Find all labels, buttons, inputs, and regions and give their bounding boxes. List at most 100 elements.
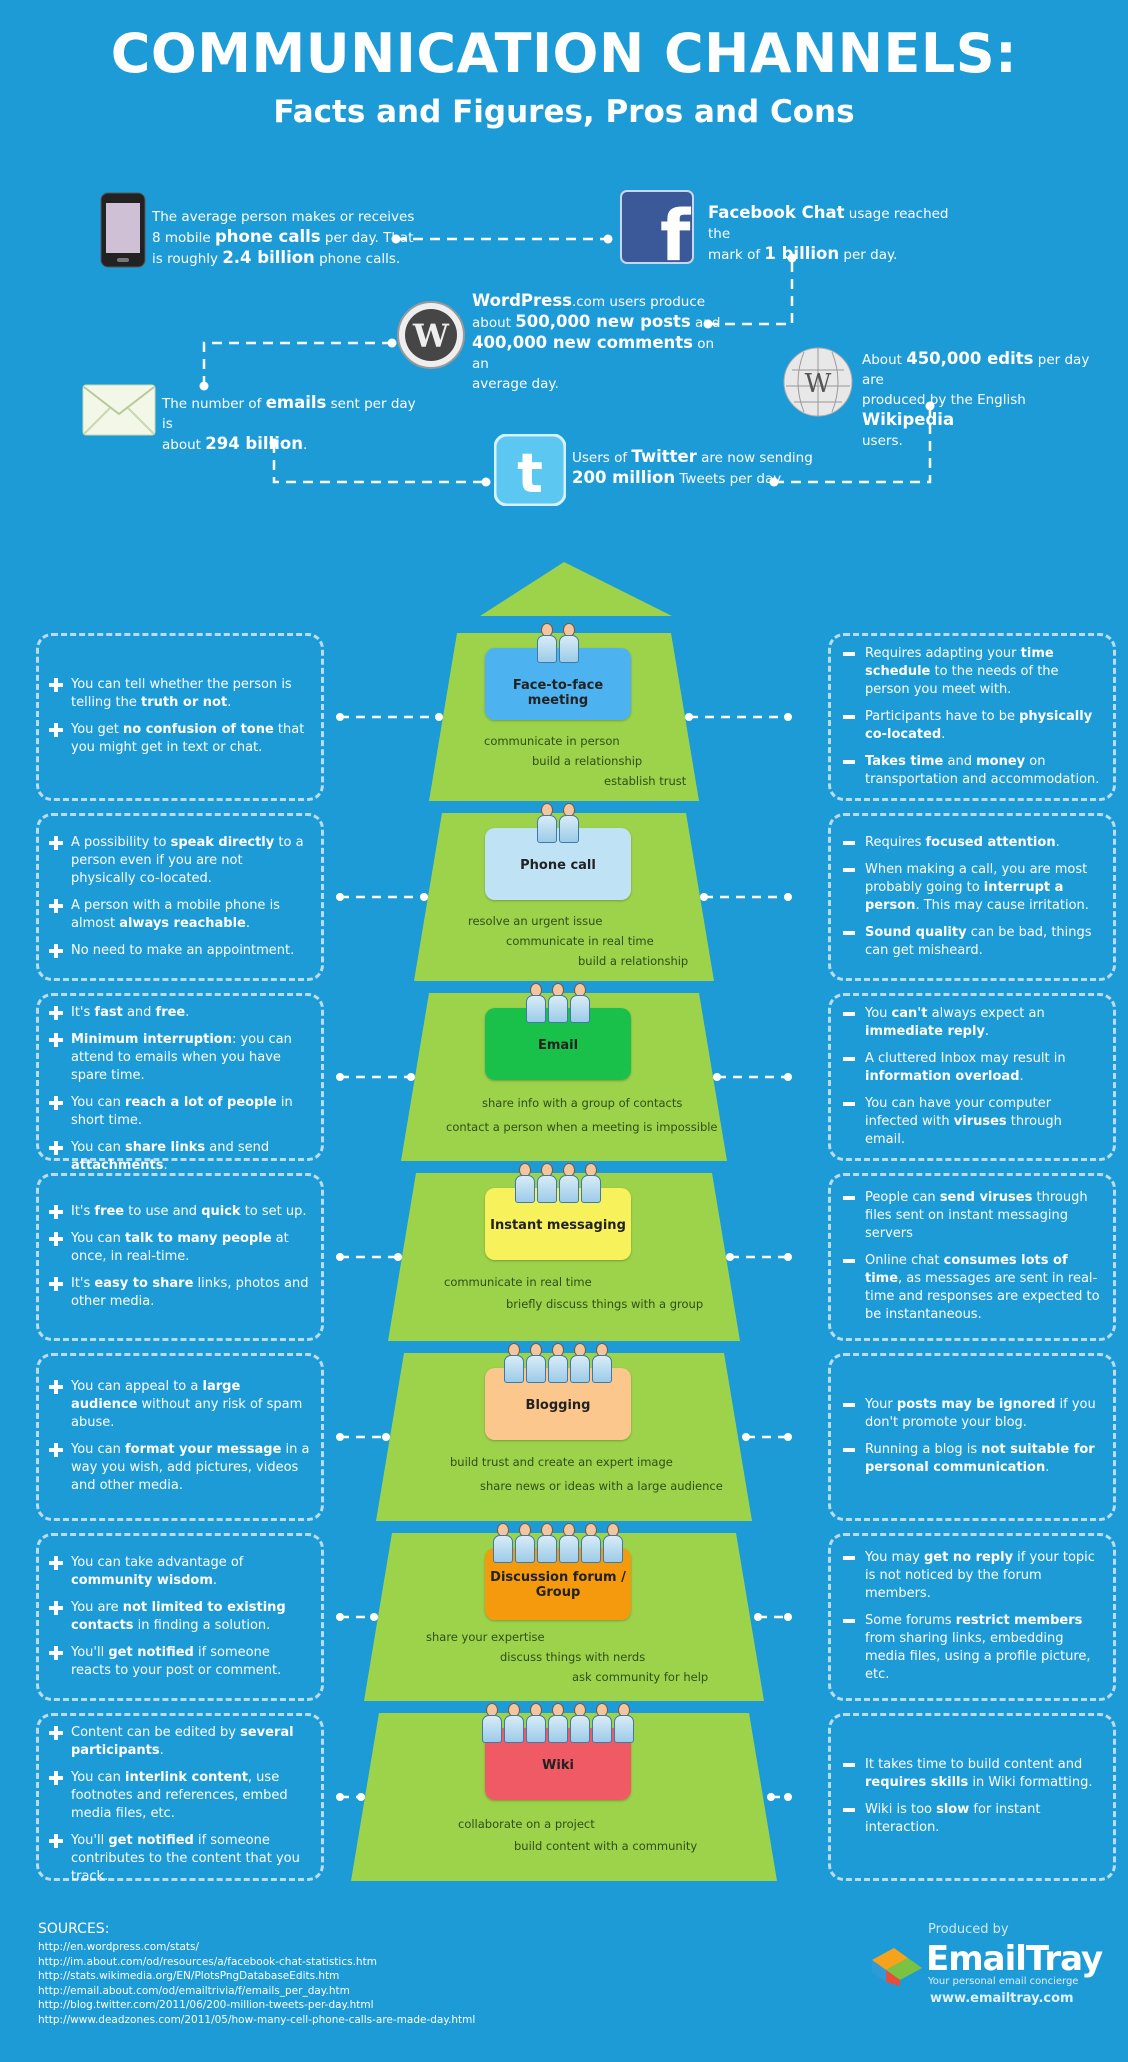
channel-name: Phone call — [520, 858, 596, 873]
connector-dot — [336, 1073, 344, 1081]
con-item: Requires focused attention. — [831, 834, 1113, 852]
channel-purpose: build trust and create an expert image — [450, 1455, 673, 1469]
con-item: Participants have to be physically co-lo… — [831, 708, 1113, 744]
person-icon — [569, 1703, 590, 1743]
connector-dot — [357, 1793, 365, 1801]
fact-email: The number of emails sent per day is abo… — [162, 393, 416, 453]
person-icon — [503, 1703, 524, 1743]
person-icon — [536, 1163, 557, 1203]
svg-text:f: f — [660, 195, 692, 264]
person-icon — [569, 983, 590, 1023]
people-icon-group — [536, 803, 579, 843]
wikipedia-globe-icon: W — [783, 347, 853, 417]
person-icon — [580, 1523, 601, 1563]
channel-purpose: communicate in person — [484, 734, 620, 748]
envelope-icon — [82, 384, 156, 436]
pro-item: It's fast and free. — [39, 1004, 321, 1022]
person-icon — [558, 623, 579, 663]
facebook-icon: f — [620, 190, 694, 264]
source-link[interactable]: http://blog.twitter.com/2011/06/200-mill… — [38, 1999, 374, 2011]
connector-dot — [726, 1253, 734, 1261]
connector-dot — [435, 713, 443, 721]
person-icon — [547, 983, 568, 1023]
source-link[interactable]: http://im.about.com/od/resources/a/faceb… — [38, 1955, 377, 1968]
fact-facebook: Facebook Chat usage reached the mark of … — [708, 203, 949, 263]
channel-name: Face-to-face meeting — [512, 678, 604, 708]
channel-box[interactable]: Email — [485, 1008, 631, 1080]
con-item: Requires adapting your time schedule to … — [831, 645, 1113, 699]
connector-dot — [784, 1793, 792, 1801]
connector-dot — [336, 1433, 344, 1441]
connector-dot — [394, 1253, 402, 1261]
connector-dot — [382, 1433, 390, 1441]
connector-dot — [742, 1433, 750, 1441]
connector-dot — [336, 1793, 344, 1801]
person-icon — [613, 1703, 634, 1743]
pro-item: You can appeal to a large audience witho… — [39, 1378, 321, 1432]
person-icon — [525, 983, 546, 1023]
channel-box[interactable]: Instant messaging — [485, 1188, 631, 1260]
person-icon — [569, 1343, 590, 1383]
connector-dot — [685, 713, 693, 721]
fact-phone: The average person makes or receives 8 m… — [152, 209, 415, 267]
pro-item: A person with a mobile phone is almost a… — [39, 897, 321, 933]
person-icon — [580, 1163, 601, 1203]
connector-dot — [407, 1073, 415, 1081]
connector-dot — [336, 713, 344, 721]
pros-box: You can take advantage of community wisd… — [36, 1533, 324, 1701]
con-item: Sound quality can be bad, things can get… — [831, 924, 1113, 960]
connector-dot — [336, 1613, 344, 1621]
cons-box: You may get no reply if your topic is no… — [828, 1533, 1116, 1701]
person-icon — [591, 1703, 612, 1743]
pros-box: Content can be edited by several partici… — [36, 1713, 324, 1884]
channel-purpose: discuss things with nerds — [500, 1650, 646, 1664]
channel-box[interactable]: Face-to-face meeting — [485, 648, 631, 720]
people-icon-group — [503, 1343, 612, 1383]
pro-item: No need to make an appointment. — [39, 942, 321, 960]
connector-dot — [700, 893, 708, 901]
wordpress-icon: W — [397, 301, 465, 369]
source-link[interactable]: http://stats.wikimedia.org/EN/PlotsPngDa… — [38, 1970, 340, 1982]
con-item: You may get no reply if your topic is no… — [831, 1549, 1113, 1603]
person-icon — [547, 1703, 568, 1743]
con-item: Your posts may be ignored if you don't p… — [831, 1396, 1113, 1432]
channel-name: Wiki — [542, 1758, 574, 1773]
fact-twitter: Users of Twitter are now sending 200 mil… — [572, 447, 813, 487]
person-icon — [558, 1523, 579, 1563]
source-link[interactable]: http://en.wordpress.com/stats/ — [38, 1941, 200, 1953]
con-item: Wiki is too slow for instant interaction… — [831, 1801, 1113, 1837]
con-item: Online chat consumes lots of time, as me… — [831, 1252, 1113, 1324]
pro-item: You get no confusion of tone that you mi… — [39, 721, 321, 757]
channel-purpose: briefly discuss things with a group — [506, 1297, 704, 1311]
pro-item: You can talk to many people at once, in … — [39, 1230, 321, 1266]
fact-wordpress: WordPress.com users produce about 500,00… — [472, 291, 721, 392]
person-icon — [514, 1163, 535, 1203]
person-icon — [481, 1703, 502, 1743]
source-link[interactable]: http://www.deadzones.com/2011/05/how-man… — [38, 2013, 476, 2026]
person-icon — [492, 1523, 513, 1563]
pro-item: A possibility to speak directly to a per… — [39, 834, 321, 888]
source-link[interactable]: http://email.about.com/od/emailtrivia/f/… — [38, 1984, 350, 1997]
channel-purpose: collaborate on a project — [458, 1817, 595, 1831]
emailtray-url[interactable]: www.emailtray.com — [930, 1991, 1074, 2006]
mobile-phone-icon — [100, 192, 146, 268]
pro-item: You'll get notified if someone contribut… — [39, 1832, 321, 1886]
person-icon — [514, 1523, 535, 1563]
connector-dot — [370, 1613, 378, 1621]
person-icon — [525, 1703, 546, 1743]
channel-purpose: build a relationship — [578, 954, 689, 968]
con-item: It takes time to build content and requi… — [831, 1756, 1113, 1792]
page-title: COMMUNICATION CHANNELS: — [110, 22, 1018, 85]
channel-purpose: resolve an urgent issue — [468, 914, 603, 928]
pro-item: You can take advantage of community wisd… — [39, 1554, 321, 1590]
page-subtitle: Facts and Figures, Pros and Cons — [273, 94, 855, 130]
channel-purpose: establish trust — [604, 774, 687, 788]
pro-item: Content can be edited by several partici… — [39, 1724, 321, 1760]
channel-purpose: communicate in real time — [506, 934, 654, 948]
con-item: Takes time and money on transportation a… — [831, 753, 1113, 789]
con-item: Some forums restrict members from sharin… — [831, 1612, 1113, 1684]
emailtray-tagline: Your personal email concierge — [928, 1976, 1079, 1987]
cons-box: You can't always expect an immediate rep… — [828, 993, 1116, 1161]
connector-dot — [767, 1793, 775, 1801]
channel-box[interactable]: Phone call — [485, 828, 631, 900]
